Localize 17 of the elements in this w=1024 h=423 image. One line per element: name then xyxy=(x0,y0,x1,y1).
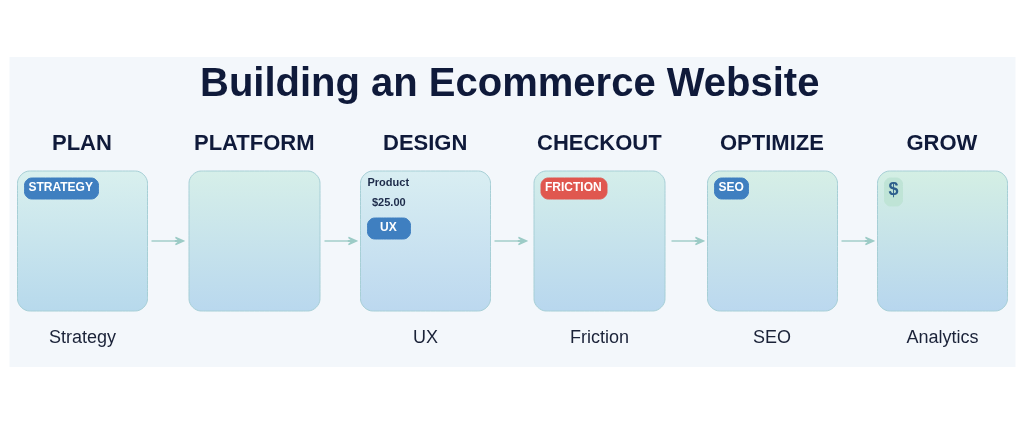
node-label: PLATFORM xyxy=(193,129,315,155)
arrow xyxy=(670,236,704,245)
node-label: Friction xyxy=(569,326,629,347)
node-label: SEO xyxy=(752,326,791,347)
arrow xyxy=(840,236,874,245)
node-label: DESIGN xyxy=(382,129,467,155)
node-label: Strategy xyxy=(48,326,116,347)
arrow xyxy=(493,236,527,245)
node-label: CHECKOUT xyxy=(536,129,662,155)
diagram-title: Building an Ecommerce Website xyxy=(199,59,819,104)
node-label: PLAN xyxy=(51,129,112,155)
node-label: UX xyxy=(412,326,438,347)
node-label: Analytics xyxy=(906,326,979,347)
node-label: GROW xyxy=(906,129,977,155)
node-label: OPTIMIZE xyxy=(719,129,824,155)
arrow xyxy=(150,236,184,245)
arrow xyxy=(323,236,357,245)
